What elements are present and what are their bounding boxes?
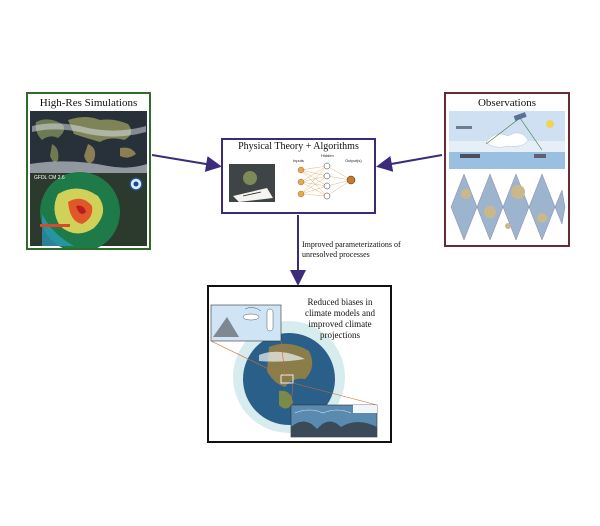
sun-icon — [546, 120, 554, 128]
continent-shape — [50, 144, 59, 163]
satellite-icon — [513, 112, 527, 121]
theory-box: Physical Theory + Algorithms Inputs Hidd… — [221, 138, 376, 214]
cloud-icon — [485, 132, 529, 148]
paper-sheet — [233, 188, 273, 202]
nn-outputs-label: Output(s) — [345, 158, 362, 163]
zoom-line — [280, 340, 286, 376]
agency-logo-icon — [133, 181, 139, 187]
aircraft-icon — [456, 126, 472, 129]
zoom-line — [210, 340, 282, 376]
cloud-band — [259, 351, 305, 362]
edge-label-parameterizations: Improved parameterizations of unresolved… — [302, 240, 401, 259]
theory-imagery: Inputs Hidden Output(s) — [229, 153, 362, 202]
cloud-icon — [242, 313, 260, 321]
zoom-line — [292, 382, 378, 406]
theory-title: Physical Theory + Algorithms — [238, 141, 359, 152]
zoom-line — [290, 382, 294, 406]
zoom-marker — [280, 374, 294, 384]
signal-line — [519, 117, 543, 151]
map-caption: GFDL CM 2.6 — [34, 175, 65, 181]
simulations-title: High-Res Simulations — [39, 97, 138, 109]
mountain-shape — [213, 317, 239, 337]
nn-connections — [300, 165, 352, 197]
result-box: Reduced biases in climate models and imp… — [207, 285, 392, 443]
cloud-band — [30, 161, 147, 173]
ice-shelf-shape — [353, 405, 377, 413]
edge-simulations-to-theory — [151, 154, 222, 172]
eddy-line — [294, 409, 352, 414]
nn-hidden-label: Hidden — [321, 153, 334, 158]
simulations-imagery: GFDL CM 2.6 — [30, 111, 147, 248]
seafloor-shape — [291, 421, 377, 437]
observations-title: Observations — [477, 97, 537, 109]
cloud-band — [32, 123, 146, 137]
observations-imagery — [449, 111, 566, 242]
land-patches — [461, 185, 547, 229]
edge-observations-to-theory — [376, 154, 443, 172]
simulations-box: High-Res Simulations GFDL CM 2.6 — [26, 92, 151, 250]
result-imagery — [210, 304, 378, 438]
airflow-line — [244, 307, 262, 312]
convective-cloud-icon — [266, 308, 274, 332]
nn-inputs-label: Inputs — [293, 158, 304, 163]
continent-shape — [279, 390, 293, 409]
continent-shape — [120, 147, 136, 158]
observations-box: Observations — [444, 92, 570, 247]
ocean-cold-region — [42, 214, 74, 246]
buoy-icon — [534, 154, 546, 158]
signal-line — [485, 117, 521, 145]
hidden-nodes — [323, 162, 331, 200]
output-node — [346, 175, 356, 185]
result-title: Reduced biases in climate models and imp… — [305, 297, 375, 340]
ocean-heat-region — [76, 205, 86, 214]
ship-icon — [460, 154, 480, 158]
continent-shape — [84, 144, 96, 164]
pen-icon — [242, 191, 262, 197]
input-nodes — [297, 166, 305, 198]
globe-icon — [243, 171, 257, 185]
colorbar — [40, 224, 70, 227]
